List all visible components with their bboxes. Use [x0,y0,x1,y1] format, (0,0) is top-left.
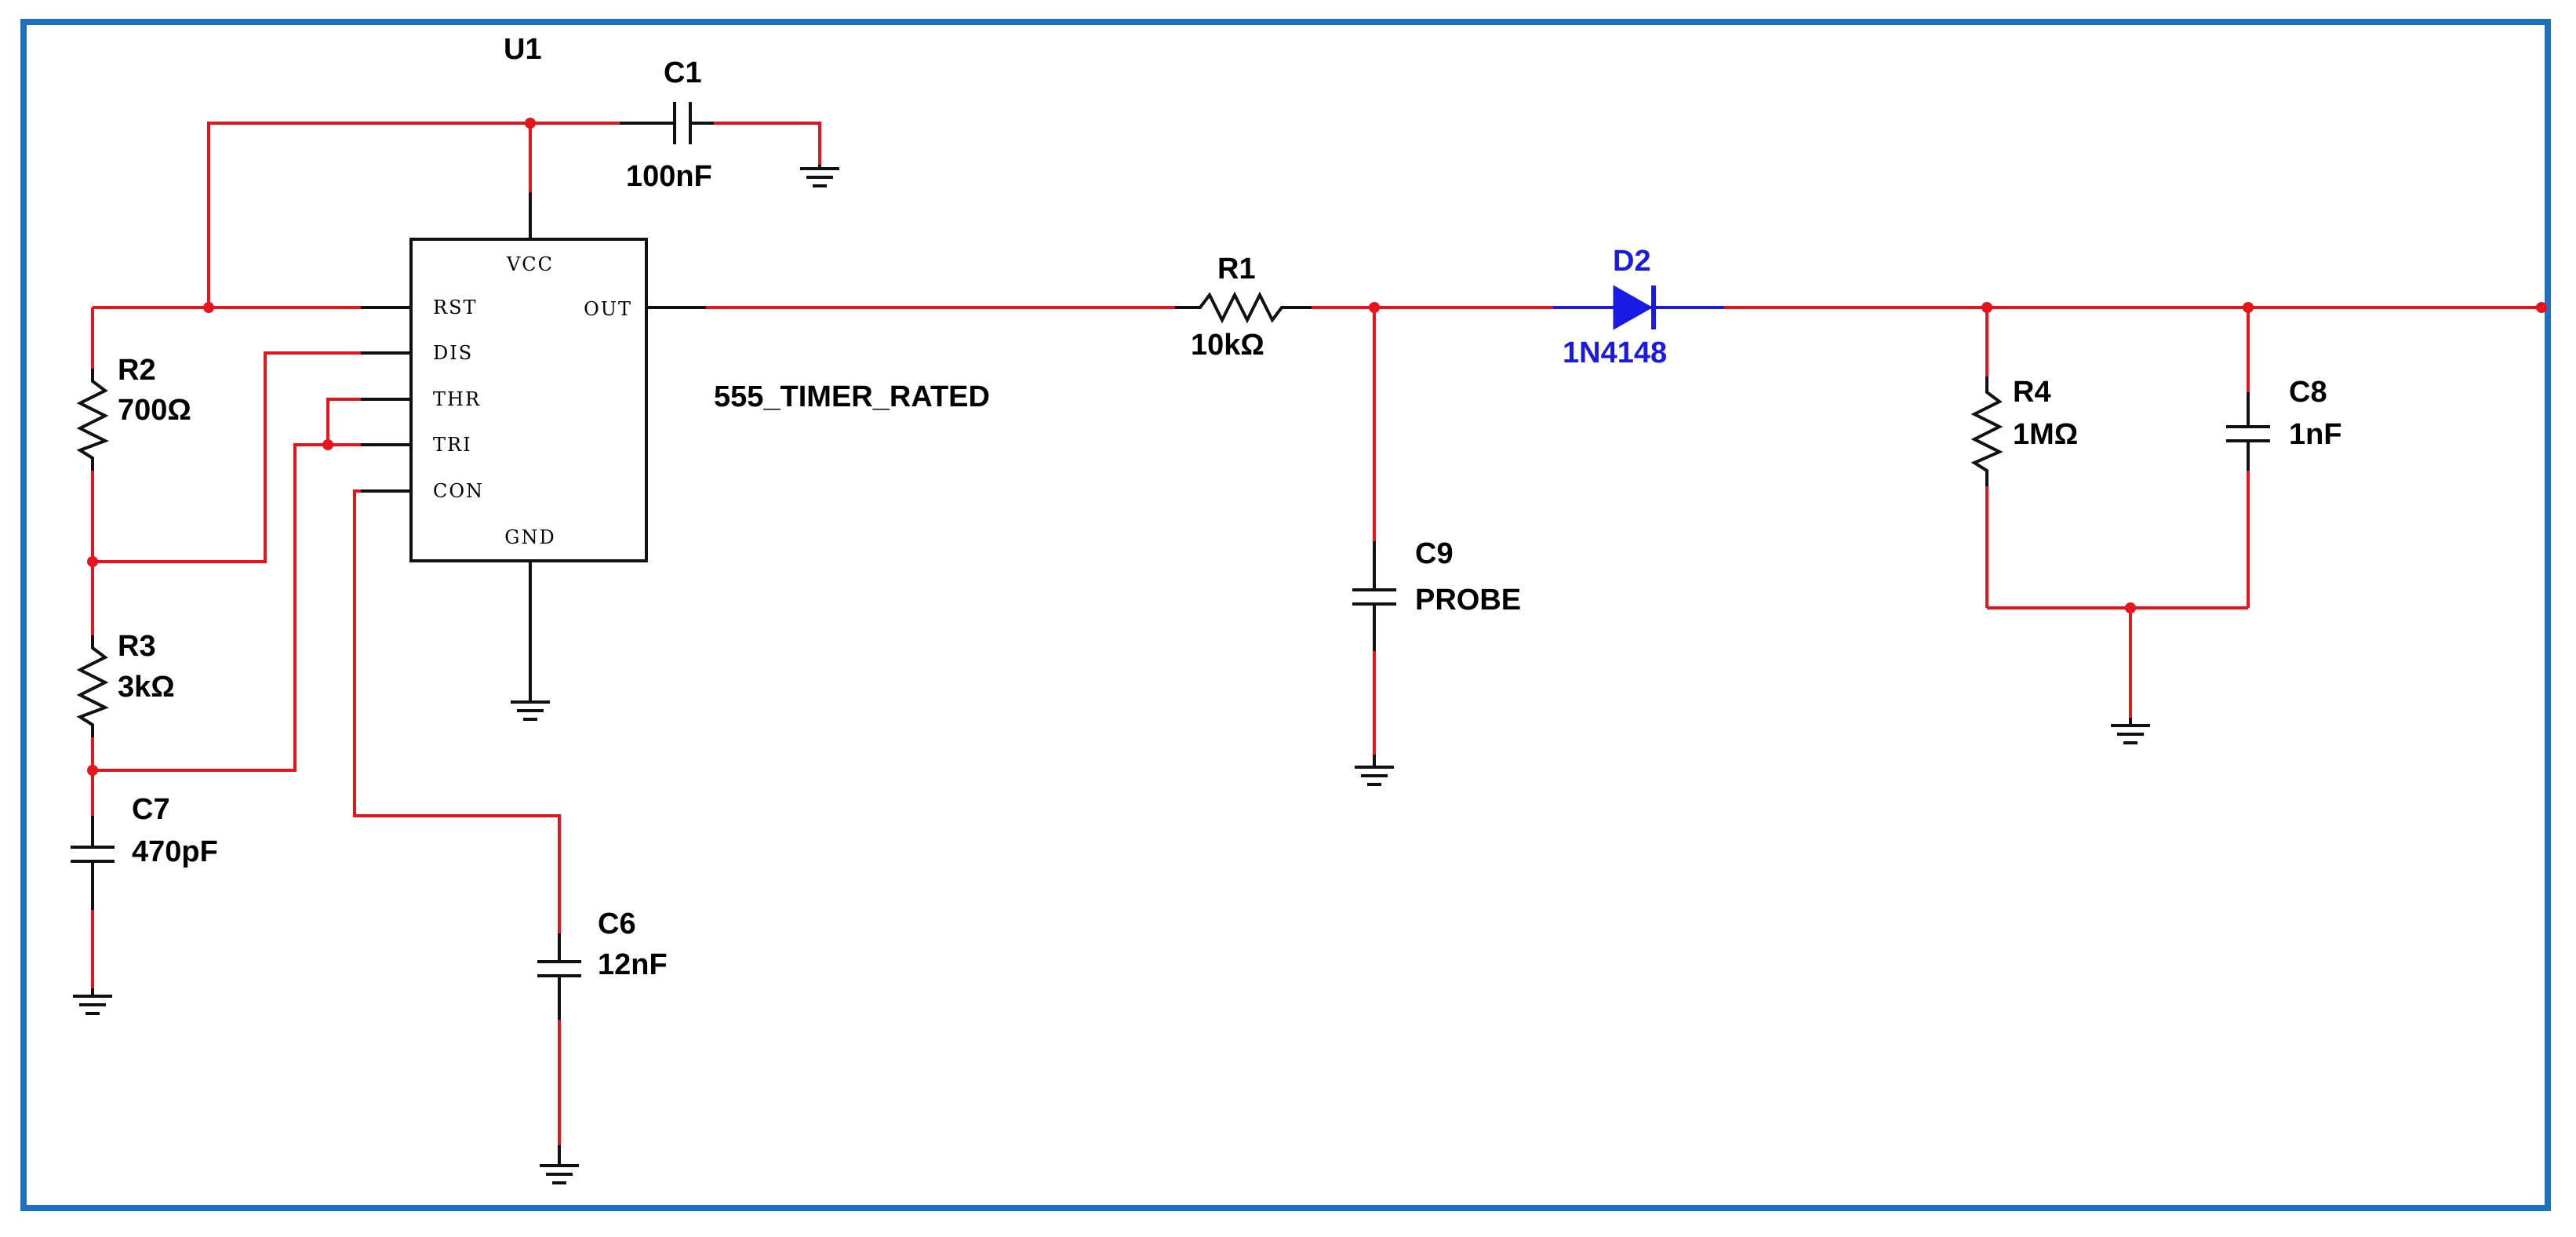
u1-model-label: 555_TIMER_RATED [714,380,990,413]
d2-ref-label: D2 [1613,245,1651,278]
capacitor-c9[interactable] [1352,541,1396,651]
c9-ref-label: C9 [1415,537,1454,570]
capacitor-c7[interactable] [71,816,115,910]
c1-value-label: 100nF [626,160,712,193]
c8-value-label: 1nF [2289,418,2342,451]
r1-ref-label: R1 [1217,253,1256,286]
r2-ref-label: R2 [118,354,156,387]
ground-icon [1355,755,1394,786]
r4-ref-label: R4 [2013,376,2051,409]
pin-rst-label: RST [433,297,478,318]
r2-value-label: 700Ω [118,394,191,427]
diode-d2[interactable] [1553,285,1724,330]
r3-value-label: 3kΩ [118,671,175,704]
c9-value-label: PROBE [1415,584,1521,617]
capacitor-c1[interactable] [620,102,714,144]
resistor-r4[interactable] [1970,377,2003,486]
capacitor-c8[interactable] [2226,392,2270,471]
resistor-r1[interactable] [1175,291,1312,324]
u1-ref-label: U1 [504,33,542,66]
ic-body [409,238,648,562]
resistor-r2[interactable] [76,369,109,471]
c7-ref-label: C7 [132,793,170,826]
c7-value-label: 470pF [132,835,218,868]
resistor-r3[interactable] [76,635,109,737]
pin-thr-label: THR [433,388,481,410]
pin-out-label: OUT [584,298,632,320]
pin-vcc-label: VCC [506,253,554,275]
c6-value-label: 12nF [598,948,668,981]
ground-icon [2111,718,2150,744]
pin-gnd-label: GND [504,526,555,548]
pin-dis-label: DIS [433,342,473,364]
ground-icon [540,1145,579,1184]
ground-icon [511,612,550,721]
ic-u1[interactable]: VCC RST DIS THR TRI CON GND OUT [361,192,706,612]
pin-tri-label: TRI [433,434,472,456]
wires [91,122,2541,1145]
c8-ref-label: C8 [2289,376,2327,409]
pin-con-label: CON [433,480,484,502]
r4-value-label: 1MΩ [2013,418,2078,451]
r1-value-label: 10kΩ [1191,329,1264,362]
r3-ref-label: R3 [118,630,156,663]
d2-value-label: 1N4148 [1563,337,1667,369]
junctions [87,118,2547,776]
c6-ref-label: C6 [598,908,636,940]
c1-ref-label: C1 [664,56,702,89]
ground-icon [800,165,839,187]
capacitor-c6[interactable] [537,933,581,1020]
ground-icon [73,988,112,1015]
